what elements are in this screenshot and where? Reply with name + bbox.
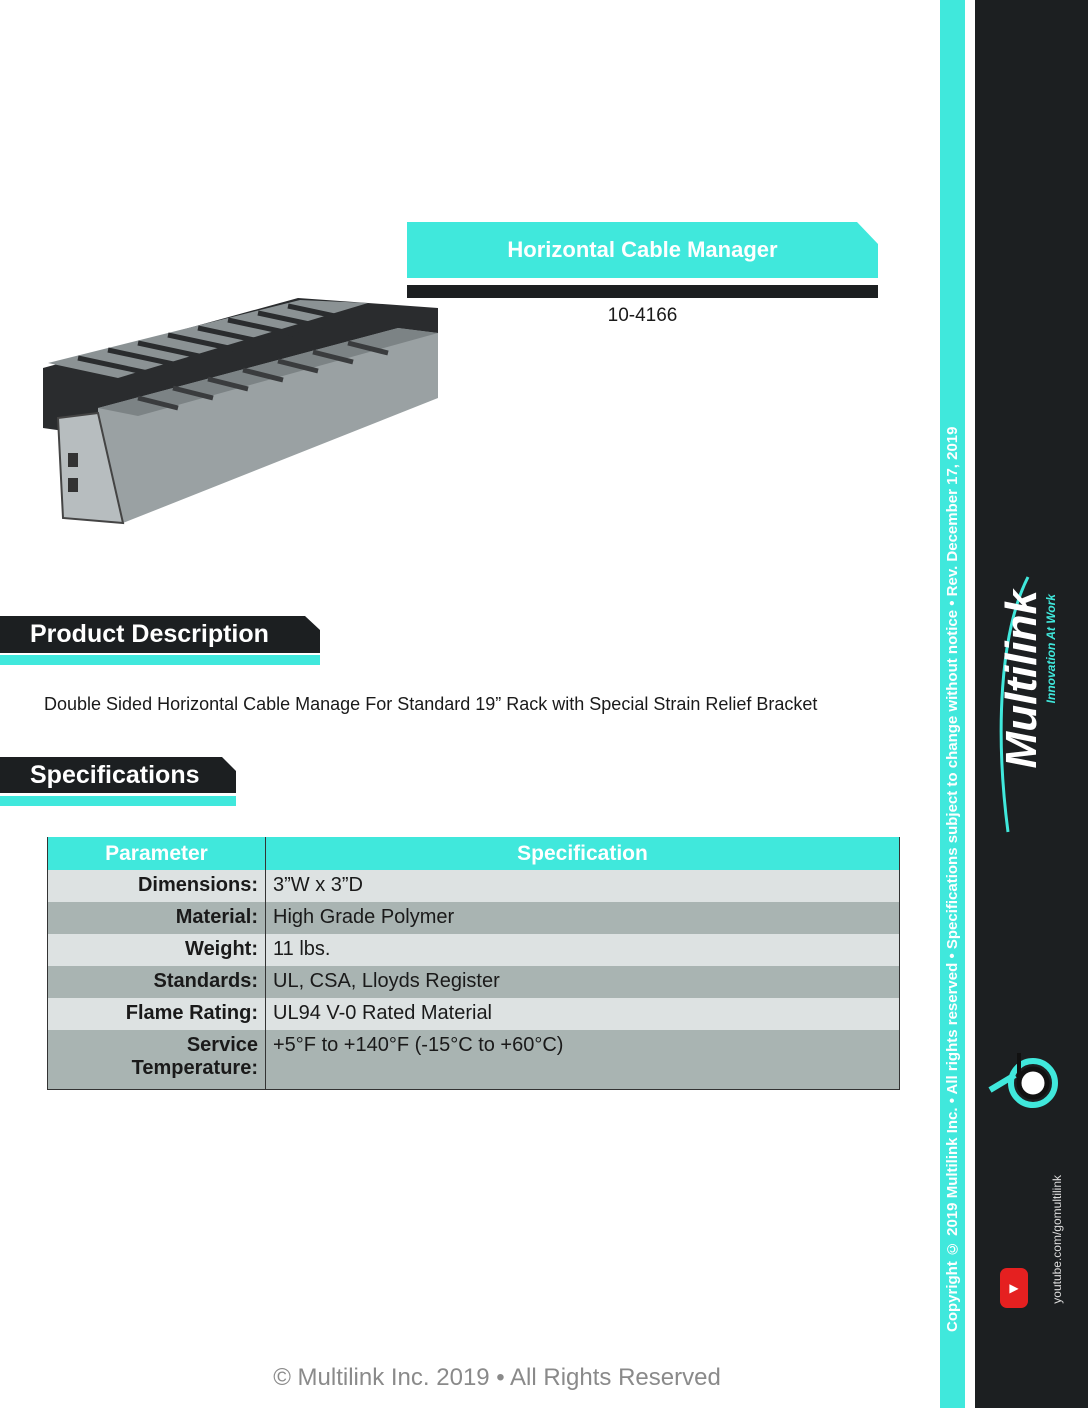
product-description-text: Double Sided Horizontal Cable Manage For…	[44, 694, 818, 714]
table-row: Weight:11 lbs.	[47, 934, 900, 966]
title-divider	[407, 285, 878, 298]
param-value: 3”W x 3”D	[265, 870, 900, 902]
param-label: Weight:	[47, 934, 266, 966]
product-title-banner: Horizontal Cable Manager	[407, 222, 878, 278]
youtube-link[interactable]: youtube.com/gomultilink	[1050, 1175, 1064, 1304]
product-description-heading: Product Description	[0, 616, 320, 653]
footer-copyright: © Multilink Inc. 2019 • All Rights Reser…	[273, 1364, 721, 1391]
sidebar-accent-strip	[940, 0, 965, 1408]
param-label: Dimensions:	[47, 870, 266, 902]
logo-swoosh-icon	[999, 576, 1030, 833]
table-header-row: Parameter Specification	[47, 837, 900, 870]
column-header-parameter: Parameter	[47, 837, 266, 870]
sidebar-panel	[975, 0, 1088, 1408]
param-value: UL, CSA, Lloyds Register	[265, 966, 900, 998]
part-number: 10-4166	[607, 305, 678, 326]
table-row: Dimensions:3”W x 3”D	[47, 870, 900, 902]
youtube-icon[interactable]: ▶	[1000, 1268, 1028, 1308]
certification-logo-icon	[988, 1053, 1058, 1108]
table-row: Flame Rating:UL94 V-0 Rated Material	[47, 998, 900, 1030]
spec-table: Parameter Specification Dimensions:3”W x…	[47, 837, 900, 1090]
column-header-specification: Specification	[265, 837, 900, 870]
section-underline	[0, 796, 236, 806]
product-image	[43, 298, 438, 525]
param-value: UL94 V-0 Rated Material	[265, 998, 900, 1030]
sidebar-copyright: Copyright © 2019 Multilink Inc. • All ri…	[944, 426, 961, 1332]
param-value: High Grade Polymer	[265, 902, 900, 934]
param-label: Service Temperature:	[47, 1030, 266, 1090]
table-row: Standards:UL, CSA, Lloyds Register	[47, 966, 900, 998]
param-label: Flame Rating:	[47, 998, 266, 1030]
logo-tagline: Innovation At Work	[1044, 594, 1058, 704]
multilink-logo: Multilink	[997, 590, 1046, 769]
section-underline	[0, 655, 320, 665]
param-label: Standards:	[47, 966, 266, 998]
table-row: Service Temperature:+5°F to +140°F (-15°…	[47, 1030, 900, 1090]
specifications-heading: Specifications	[0, 757, 236, 793]
param-label: Material:	[47, 902, 266, 934]
param-value: +5°F to +140°F (-15°C to +60°C)	[265, 1030, 900, 1090]
table-row: Material:High Grade Polymer	[47, 902, 900, 934]
param-value: 11 lbs.	[265, 934, 900, 966]
